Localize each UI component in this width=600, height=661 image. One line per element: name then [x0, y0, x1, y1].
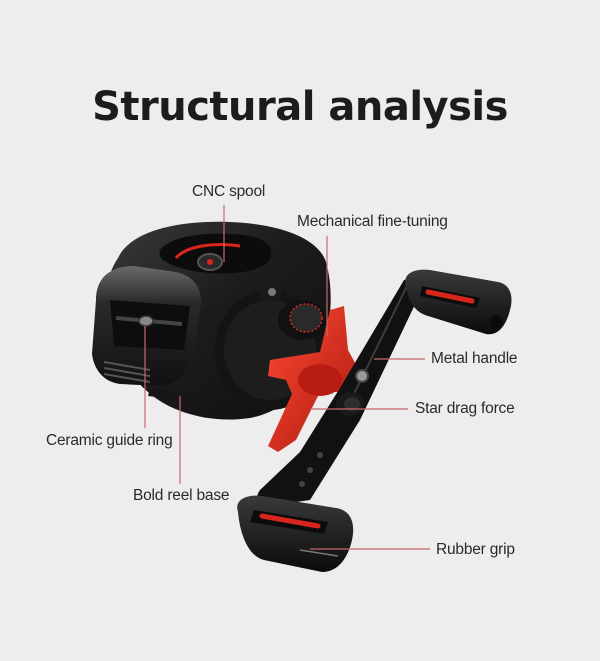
callout-mechanical-fine-tuning: Mechanical fine-tuning: [297, 213, 448, 230]
star-drag-hub: [268, 306, 360, 452]
callout-metal-handle: Metal handle: [431, 350, 518, 367]
lower-rubber-grip: [237, 495, 354, 572]
callout-bold-reel-base: Bold reel base: [133, 487, 230, 504]
callout-ceramic-guide-ring: Ceramic guide ring: [46, 432, 173, 449]
callout-star-drag-force: Star drag force: [415, 400, 515, 417]
leader-lines: [144, 205, 430, 550]
callout-cnc-spool: CNC spool: [192, 183, 266, 200]
callout-rubber-grip: Rubber grip: [436, 541, 515, 558]
page-title: Structural analysis: [92, 84, 508, 130]
metal-handle-arm: [257, 278, 422, 506]
upper-rubber-grip: [405, 269, 512, 335]
